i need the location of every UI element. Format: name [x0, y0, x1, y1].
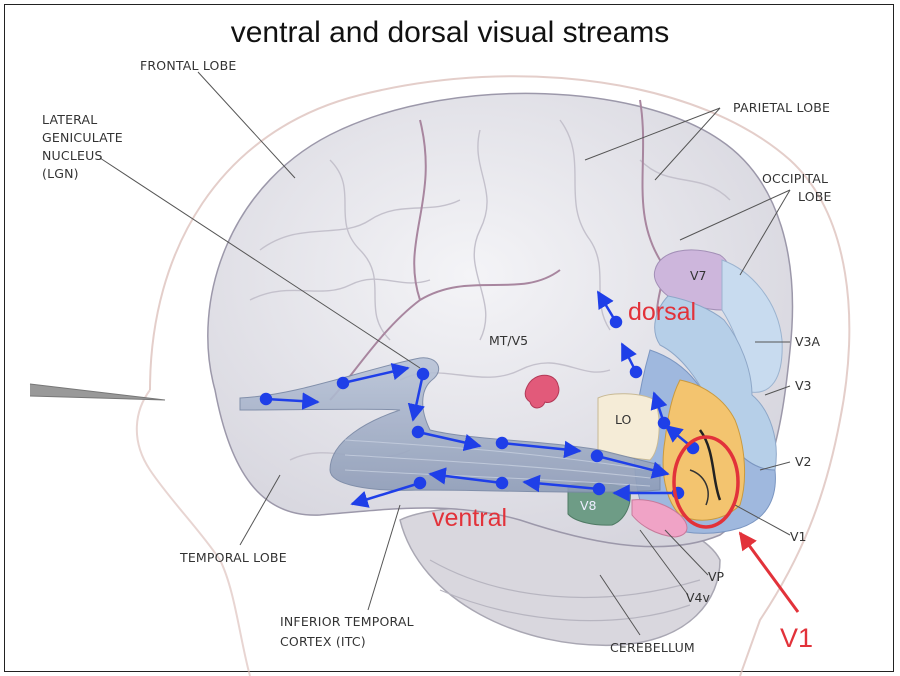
label-v3: V3 [795, 378, 812, 393]
label-occipital-line2: LOBE [798, 189, 832, 204]
label-lgn-line1: LATERAL [42, 112, 97, 127]
label-parietal-lobe: PARIETAL LOBE [733, 100, 830, 115]
annotation-dorsal: dorsal [628, 298, 696, 326]
annotation-ventral: ventral [432, 504, 507, 532]
label-temporal-lobe: TEMPORAL LOBE [179, 550, 287, 565]
label-v8: V8 [580, 498, 597, 513]
label-v4v: V4v [686, 590, 711, 605]
label-itc-line2: CORTEX (ITC) [280, 634, 366, 649]
label-v1: V1 [790, 529, 807, 544]
label-vp: VP [708, 569, 725, 584]
label-v2: V2 [795, 454, 812, 469]
label-mt-v5: MT/V5 [489, 333, 528, 348]
annotation-v1-callout: V1 [780, 623, 813, 653]
label-frontal-lobe: FRONTAL LOBE [140, 58, 236, 73]
label-v3a: V3A [795, 334, 821, 349]
label-lgn-line3: NUCLEUS [42, 148, 103, 163]
optic-nerve [30, 384, 165, 400]
label-itc-line1: INFERIOR TEMPORAL [280, 614, 414, 629]
label-v7: V7 [690, 268, 707, 283]
label-occipital-line1: OCCIPITAL [762, 171, 828, 186]
label-lgn-line2: GENICULATE [42, 130, 123, 145]
label-lgn-line4: (LGN) [42, 166, 79, 181]
label-cerebellum: CEREBELLUM [610, 640, 695, 655]
label-lo: LO [615, 412, 632, 427]
